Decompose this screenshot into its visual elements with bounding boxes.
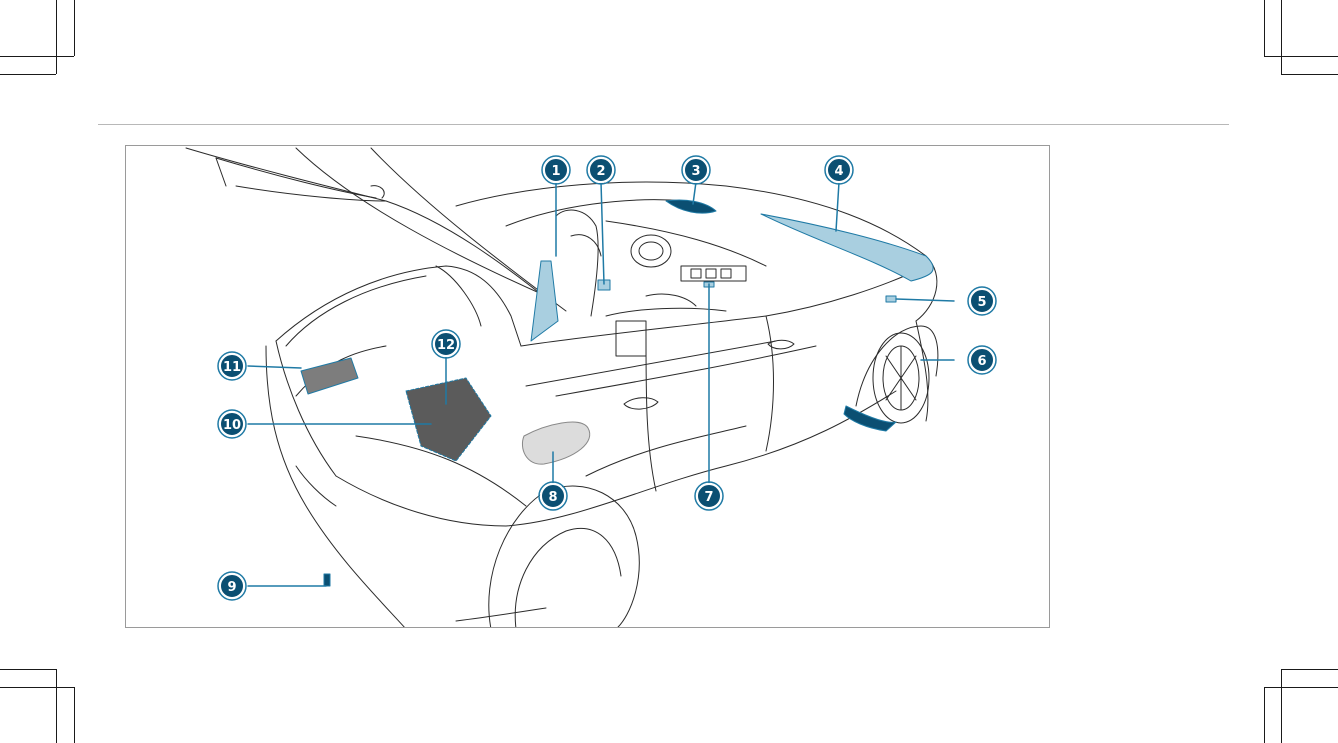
vehicle-illustration: 1 2 3 4 5 6 7 <box>126 146 1050 628</box>
car-body <box>266 182 937 628</box>
rear-door-handle <box>624 398 658 409</box>
callout-label: 11 <box>223 360 241 375</box>
mirror-highlight <box>666 200 716 213</box>
crop-mark-top-left-horizontal-inner <box>0 74 56 75</box>
callout-label: 1 <box>551 164 560 179</box>
callout-2: 2 <box>587 156 615 184</box>
callout-label: 10 <box>223 418 241 433</box>
b-pillar-highlight <box>531 261 558 341</box>
callout-9: 9 <box>218 572 246 600</box>
callout-label: 3 <box>691 164 700 179</box>
callout-label: 9 <box>227 580 236 595</box>
crop-mark-bottom-left-horizontal-inner <box>0 687 74 688</box>
crop-mark-bottom-left-horizontal <box>0 669 56 670</box>
callout-label: 7 <box>704 490 713 505</box>
callout-5: 5 <box>968 287 996 315</box>
crop-mark-top-right-vertical <box>1264 0 1265 56</box>
callout-11: 11 <box>218 352 246 380</box>
callout-label: 4 <box>834 164 843 179</box>
callout-label: 5 <box>977 295 986 310</box>
rear-wheel <box>489 486 639 628</box>
callout-7: 7 <box>695 482 723 510</box>
crop-mark-top-left-horizontal <box>0 56 74 57</box>
crop-mark-bottom-left-vertical-inner <box>74 687 75 743</box>
crop-mark-bottom-right-horizontal <box>1281 669 1338 670</box>
crop-mark-top-left-vertical-inner <box>74 0 75 56</box>
crop-mark-top-right-vertical-inner <box>1281 0 1282 74</box>
fuel-flap-highlight <box>522 422 589 464</box>
crop-mark-top-right-horizontal-inner <box>1281 74 1338 75</box>
front-door-handle <box>768 340 794 349</box>
callout-8: 8 <box>539 482 567 510</box>
crop-mark-bottom-right-horizontal-inner <box>1264 687 1338 688</box>
interior <box>296 210 766 396</box>
header-rule <box>98 124 1229 125</box>
callout-1: 1 <box>542 156 570 184</box>
callout-3: 3 <box>682 156 710 184</box>
front-wheel <box>856 326 938 423</box>
rear-sensor-highlight <box>324 574 330 586</box>
callout-6: 6 <box>968 346 996 374</box>
callout-4: 4 <box>825 156 853 184</box>
callout-label: 8 <box>548 490 557 505</box>
callout-10: 10 <box>218 410 246 438</box>
crop-mark-top-left-vertical <box>56 0 57 74</box>
crop-mark-bottom-left-vertical <box>56 669 57 743</box>
callout-label: 6 <box>977 354 986 369</box>
crop-mark-top-right-horizontal <box>1264 56 1338 57</box>
crop-mark-bottom-right-vertical-inner <box>1264 687 1265 743</box>
side-panel-highlight <box>301 358 358 394</box>
front-sensor-highlight <box>886 296 896 302</box>
callout-label: 12 <box>437 338 455 353</box>
tailgate <box>186 148 566 311</box>
crop-mark-bottom-right-vertical <box>1281 669 1282 743</box>
callout-12: 12 <box>432 330 460 358</box>
windscreen-highlight <box>761 214 933 281</box>
cargo-box-highlight <box>406 378 491 461</box>
vehicle-overview-figure: 1 2 3 4 5 6 7 <box>125 145 1050 628</box>
callout-label: 2 <box>596 164 605 179</box>
